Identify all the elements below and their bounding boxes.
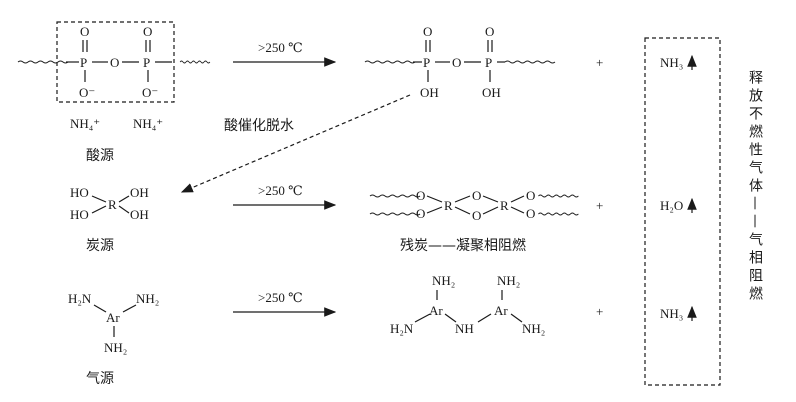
dehydration-arrow bbox=[180, 94, 411, 193]
dehydration-label: 酸催化脱水 bbox=[224, 118, 294, 134]
atom-o: O bbox=[416, 188, 425, 203]
repeat-unit-box bbox=[56, 21, 175, 103]
carbon-source-structure: HO OH HO OH R 炭源 bbox=[70, 185, 149, 254]
acid-source-structure: P O P O O O⁻ O⁻ NH₄⁺ NH₄⁺ 酸源 bbox=[17, 21, 211, 164]
hydroxyl: HO bbox=[70, 185, 89, 200]
gas-source-label: 气源 bbox=[86, 371, 114, 387]
carbon-source-label: 炭源 bbox=[86, 238, 114, 254]
aryl-core: Ar bbox=[494, 303, 508, 318]
atom-o: O bbox=[526, 206, 535, 221]
atom-o: O bbox=[80, 24, 89, 39]
ammonium-ion: NH₄⁺ bbox=[70, 116, 100, 131]
reaction-condition: >250 ℃ bbox=[258, 40, 303, 55]
char-residue-product: O O R O O R O O 残炭——凝聚相阻燃 bbox=[369, 188, 579, 254]
aryl-core: Ar bbox=[429, 303, 443, 318]
hydroxyl: OH bbox=[482, 85, 501, 100]
amine-group: NH₂ bbox=[104, 340, 127, 355]
ammonium-ion: NH₄⁺ bbox=[133, 116, 163, 131]
atom-o: O bbox=[110, 55, 119, 70]
amine-group: H₂N bbox=[390, 321, 414, 336]
atom-o-minus: O⁻ bbox=[142, 85, 158, 100]
gas-nh3: NH₃ bbox=[660, 54, 697, 70]
atom-o-minus: O⁻ bbox=[79, 85, 95, 100]
amine-group: NH₂ bbox=[522, 321, 545, 336]
atom-r: R bbox=[444, 198, 453, 213]
gas-source-structure: H₂N NH₂ Ar NH₂ 气源 bbox=[68, 291, 159, 387]
atom-p: P bbox=[485, 55, 492, 70]
acid-source-label: 酸源 bbox=[86, 148, 114, 164]
atom-r: R bbox=[108, 197, 117, 212]
atom-o: O bbox=[423, 24, 432, 39]
imine-bridge: NH bbox=[455, 321, 474, 336]
atom-o: O bbox=[526, 188, 535, 203]
reaction-condition: >250 ℃ bbox=[258, 290, 303, 305]
condensed-phase-label: 残炭——凝聚相阻燃 bbox=[400, 237, 526, 254]
condensed-amine-product: NH₂ Ar H₂N NH NH₂ Ar NH₂ bbox=[390, 273, 545, 336]
hydroxyl: OH bbox=[130, 207, 149, 222]
hydroxyl: OH bbox=[420, 85, 439, 100]
gas-h2o: H₂O bbox=[660, 197, 697, 213]
polyphosphoric-acid-product: P O P O O OH OH bbox=[364, 24, 556, 100]
atom-o: O bbox=[143, 24, 152, 39]
atom-p: P bbox=[80, 55, 87, 70]
atom-o: O bbox=[452, 55, 461, 70]
amine-group: NH₂ bbox=[497, 273, 520, 288]
gas-phase-label: 释放不燃性气体——气相阻燃 bbox=[747, 70, 763, 304]
atom-o: O bbox=[472, 208, 481, 223]
atom-o: O bbox=[416, 206, 425, 221]
hydroxyl: OH bbox=[130, 185, 149, 200]
gas-release-box bbox=[644, 37, 721, 386]
atom-o: O bbox=[472, 188, 481, 203]
amine-group: NH₂ bbox=[432, 273, 455, 288]
atom-o: O bbox=[485, 24, 494, 39]
gas-nh3: NH₃ bbox=[660, 305, 697, 321]
amine-group: H₂N bbox=[68, 291, 92, 306]
reaction-condition: >250 ℃ bbox=[258, 183, 303, 198]
gas-formula: NH₃ bbox=[660, 55, 683, 70]
hydroxyl: HO bbox=[70, 207, 89, 222]
gas-formula: NH₃ bbox=[660, 306, 683, 321]
plus-sign: + bbox=[596, 304, 603, 319]
atom-r: R bbox=[500, 198, 509, 213]
plus-sign: + bbox=[596, 55, 603, 70]
gas-formula: H₂O bbox=[660, 198, 683, 213]
atom-p: P bbox=[423, 55, 430, 70]
plus-sign: + bbox=[596, 198, 603, 213]
aryl-core: Ar bbox=[106, 310, 120, 325]
amine-group: NH₂ bbox=[136, 291, 159, 306]
atom-p: P bbox=[143, 55, 150, 70]
